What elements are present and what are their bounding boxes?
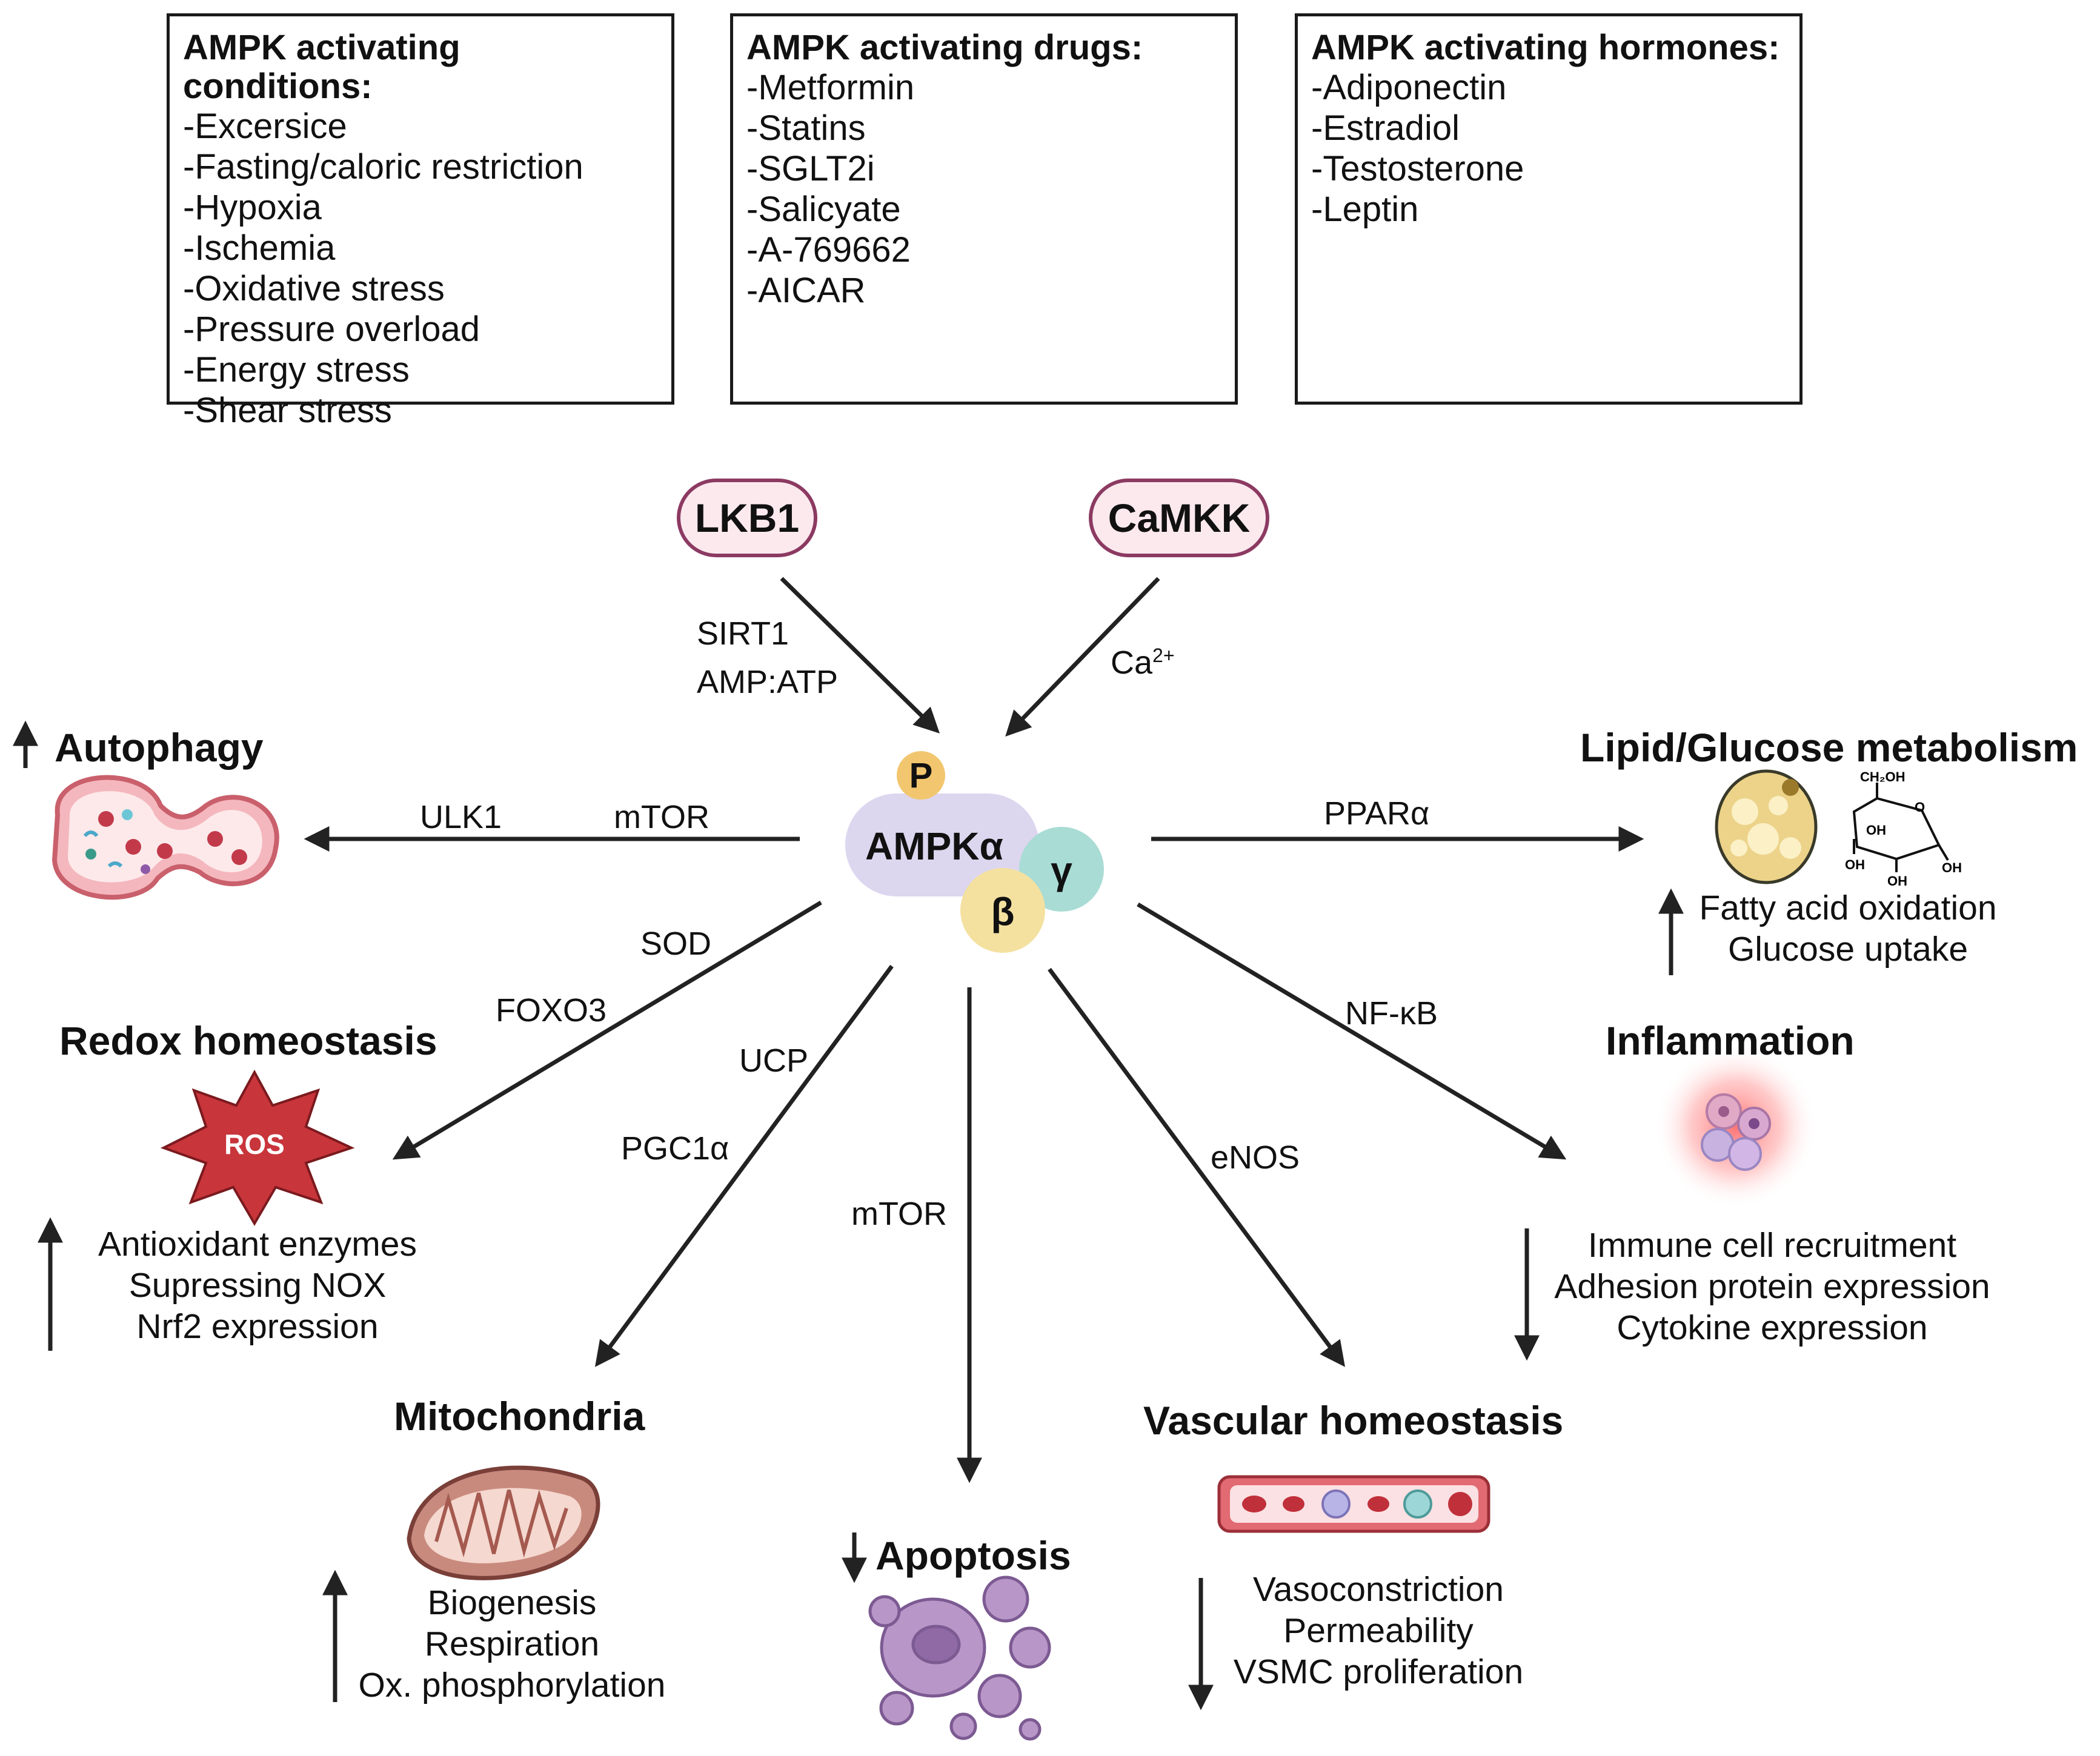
ampk-gamma-shape — [1019, 827, 1104, 912]
blood-vessel-icon — [1217, 1475, 1490, 1533]
drug-item: -A-769662 — [746, 230, 911, 270]
ampk-beta-label: β — [991, 890, 1015, 933]
mitochondria-effect: Respiration — [424, 1625, 600, 1663]
inflammation-cells-icon — [1654, 1045, 1818, 1208]
lipid-droplet-icon — [1715, 769, 1818, 884]
inflammation-effects-list: Immune cell recruitment Adhesion protein… — [1530, 1225, 2015, 1348]
glucose-label: CH₂OH — [1860, 769, 1906, 784]
drug-item: -SGLT2i — [746, 149, 875, 188]
redox-effect: Antioxidant enzymes — [98, 1225, 417, 1264]
lkb1-node: LKB1 — [677, 479, 817, 557]
ucp-label: UCP — [739, 1042, 809, 1079]
autophagy-cell-icon — [52, 775, 279, 900]
vascular-title: Vascular homeostasis — [1143, 1398, 1564, 1443]
amp-atp-label: AMP:ATP — [697, 664, 839, 700]
vascular-arrow — [1048, 967, 1346, 1367]
calcium-label: Ca2+ — [1111, 644, 1175, 681]
vascular-effect: VSMC proliferation — [1233, 1652, 1524, 1691]
lipid-glucose-title: Lipid/Glucose metabolism — [1580, 725, 2078, 770]
vascular-effects-list: Vasoconstriction Permeability VSMC proli… — [1197, 1569, 1560, 1692]
apoptotic-cell-icon — [868, 1575, 1051, 1741]
inflammation-arrow — [1137, 902, 1567, 1160]
nfkb-label: NF-κB — [1345, 995, 1438, 1032]
apoptosis-title: Apoptosis — [876, 1533, 1071, 1578]
glucose-label: OH — [1845, 857, 1865, 872]
hormone-item: -Adiponectin — [1311, 68, 1507, 107]
condition-item: -Shear stress — [183, 391, 392, 430]
mitochondria-arrow — [595, 964, 894, 1367]
ros-label: ROS — [224, 1128, 285, 1160]
inflammation-effect: Adhesion protein expression — [1554, 1267, 1990, 1306]
mitochondria-effects-list: Biogenesis Respiration Ox. phosphorylati… — [330, 1582, 694, 1706]
mitochondria-title: Mitochondria — [394, 1394, 645, 1439]
drug-item: -Metformin — [746, 68, 915, 107]
condition-item: -Oxidative stress — [183, 269, 445, 308]
lipid-effect: Glucose uptake — [1727, 930, 1969, 969]
condition-item: -Excersice — [183, 107, 347, 146]
ampk-beta-shape — [960, 868, 1045, 953]
mtor-down-label: mTOR — [851, 1196, 947, 1232]
hormone-item: -Leptin — [1311, 190, 1419, 229]
redox-title: Redox homeostasis — [59, 1018, 437, 1063]
glucose-label: O — [1915, 800, 1925, 815]
sirt1-label: SIRT1 — [697, 615, 789, 652]
hormone-item: -Testosterone — [1311, 149, 1524, 188]
mitochondrion-icon — [407, 1465, 600, 1580]
ppara-label: PPARα — [1324, 795, 1430, 832]
mtor-left-label: mTOR — [614, 799, 709, 835]
glucose-label: OH — [1866, 823, 1886, 838]
redox-effect: Nrf2 expression — [136, 1307, 379, 1346]
glucose-label: OH — [1887, 873, 1907, 889]
vascular-effect: Vasoconstriction — [1253, 1570, 1504, 1609]
hormones-box: AMPK activating hormones: -Adiponectin -… — [1295, 13, 1803, 405]
inflammation-effect: Immune cell recruitment — [1587, 1226, 1957, 1265]
conditions-box: AMPK activating conditions: -Excersice -… — [167, 13, 674, 430]
phospho-shape — [897, 751, 945, 800]
ampk-alpha-label: AMPKα — [865, 824, 1003, 868]
redox-arrow — [392, 900, 822, 1160]
mitochondria-effect: Biogenesis — [427, 1583, 597, 1622]
hormone-item: -Estradiol — [1311, 108, 1460, 148]
condition-item: -Pressure overload — [183, 310, 480, 349]
drug-item: -Statins — [746, 108, 866, 148]
ulk1-label: ULK1 — [420, 799, 502, 835]
foxo3-label: FOXO3 — [496, 992, 607, 1029]
redox-effect: Supressing NOX — [128, 1266, 387, 1305]
hormones-title: AMPK activating hormones: — [1311, 28, 1780, 67]
inflammation-effect: Cytokine expression — [1617, 1308, 1928, 1347]
autophagy-title: Autophagy — [55, 725, 264, 770]
drugs-box: AMPK activating drugs: -Metformin -Stati… — [730, 13, 1238, 405]
vascular-effect: Permeability — [1283, 1611, 1474, 1650]
redox-effects-list: Antioxidant enzymes Supressing NOX Nrf2 … — [76, 1224, 439, 1347]
condition-item: -Energy stress — [183, 350, 410, 389]
conditions-title: AMPK activating conditions: — [183, 28, 460, 106]
pgc1a-label: PGC1α — [621, 1130, 729, 1167]
phospho-label: P — [909, 756, 933, 795]
enos-label: eNOS — [1211, 1139, 1300, 1176]
drug-item: -Salicyate — [746, 190, 901, 229]
lkb1-arrow — [780, 577, 940, 734]
glucose-label: OH — [1942, 860, 1962, 875]
drugs-title: AMPK activating drugs: — [746, 28, 1143, 67]
sod-label: SOD — [640, 926, 712, 962]
condition-item: -Hypoxia — [183, 188, 322, 227]
glucose-structure-icon — [1852, 783, 1949, 872]
camkk-node: CaMKK — [1089, 479, 1269, 557]
ampk-gamma-label: γ — [1051, 849, 1072, 892]
camkk-arrow — [1005, 577, 1160, 737]
lipid-effects-list: Fatty acid oxidation Glucose uptake — [1666, 887, 2030, 970]
drug-item: -AICAR — [746, 271, 866, 310]
inflammation-title: Inflammation — [1606, 1018, 1855, 1063]
condition-item: -Fasting/caloric restriction — [183, 147, 583, 187]
condition-item: -Ischemia — [183, 228, 336, 268]
mitochondria-effect: Ox. phosphorylation — [358, 1666, 666, 1705]
lipid-effect: Fatty acid oxidation — [1699, 889, 1997, 927]
ros-starburst-icon — [160, 1069, 355, 1226]
